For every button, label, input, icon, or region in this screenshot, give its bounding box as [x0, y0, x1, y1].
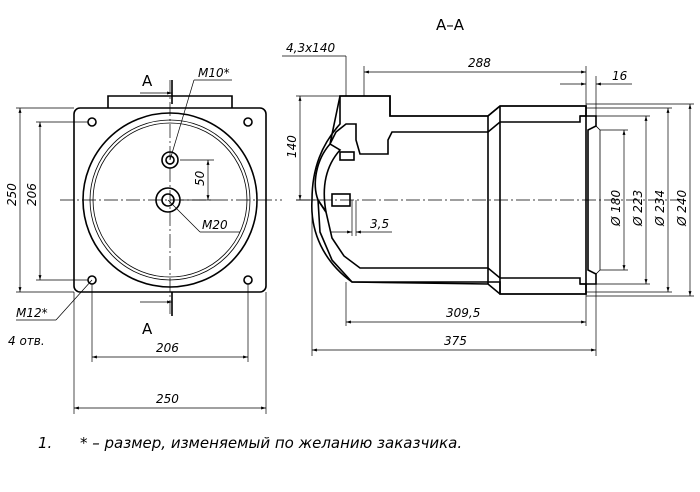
section-mark-top: А — [142, 72, 153, 90]
dia-180: Ø 180 — [609, 189, 623, 227]
dim-206-vertical: 206 — [25, 183, 39, 206]
mount-hole-count: 4 отв. — [8, 334, 45, 348]
top-tab — [107, 95, 233, 108]
section-dome — [314, 142, 342, 213]
thread-m12-label: M12* — [16, 306, 48, 320]
dim-250-vertical: 250 — [5, 183, 19, 206]
dim-375: 375 — [444, 334, 467, 348]
section-view: А–А 4,3x140 288 16 — [282, 16, 694, 356]
note-number: 1. — [38, 434, 52, 452]
section-mark-bottom: А — [142, 320, 153, 338]
section-title: А–А — [436, 16, 465, 34]
dim-206-horizontal: 206 — [156, 341, 179, 355]
thread-m20-label: M20 — [202, 218, 228, 232]
front-view: А А 250 206 206 250 M10* 50 M20 — [5, 66, 282, 414]
section-wall-bottom — [317, 197, 587, 295]
dia-223: Ø 223 — [631, 190, 645, 227]
dim-50: 50 — [193, 170, 207, 186]
dim-3-5: 3,5 — [370, 217, 389, 231]
thread-m10-label: M10* — [198, 66, 230, 80]
dim-288: 288 — [468, 56, 491, 70]
dim-309-5: 309,5 — [446, 306, 480, 320]
dia-234: Ø 234 — [653, 190, 667, 227]
dim-250-horizontal: 250 — [156, 392, 179, 406]
dia-240: Ø 240 — [675, 189, 689, 227]
notes: 1. * – размер, изменяемый по желанию зак… — [38, 434, 462, 452]
dim-16: 16 — [612, 69, 628, 83]
note-text: * – размер, изменяемый по желанию заказч… — [80, 434, 462, 452]
section-wall-top — [329, 95, 587, 155]
dim-140: 140 — [285, 135, 299, 158]
dim-chamfer: 4,3x140 — [286, 41, 335, 55]
section-small-boss — [339, 151, 355, 161]
section-outline — [311, 95, 587, 295]
